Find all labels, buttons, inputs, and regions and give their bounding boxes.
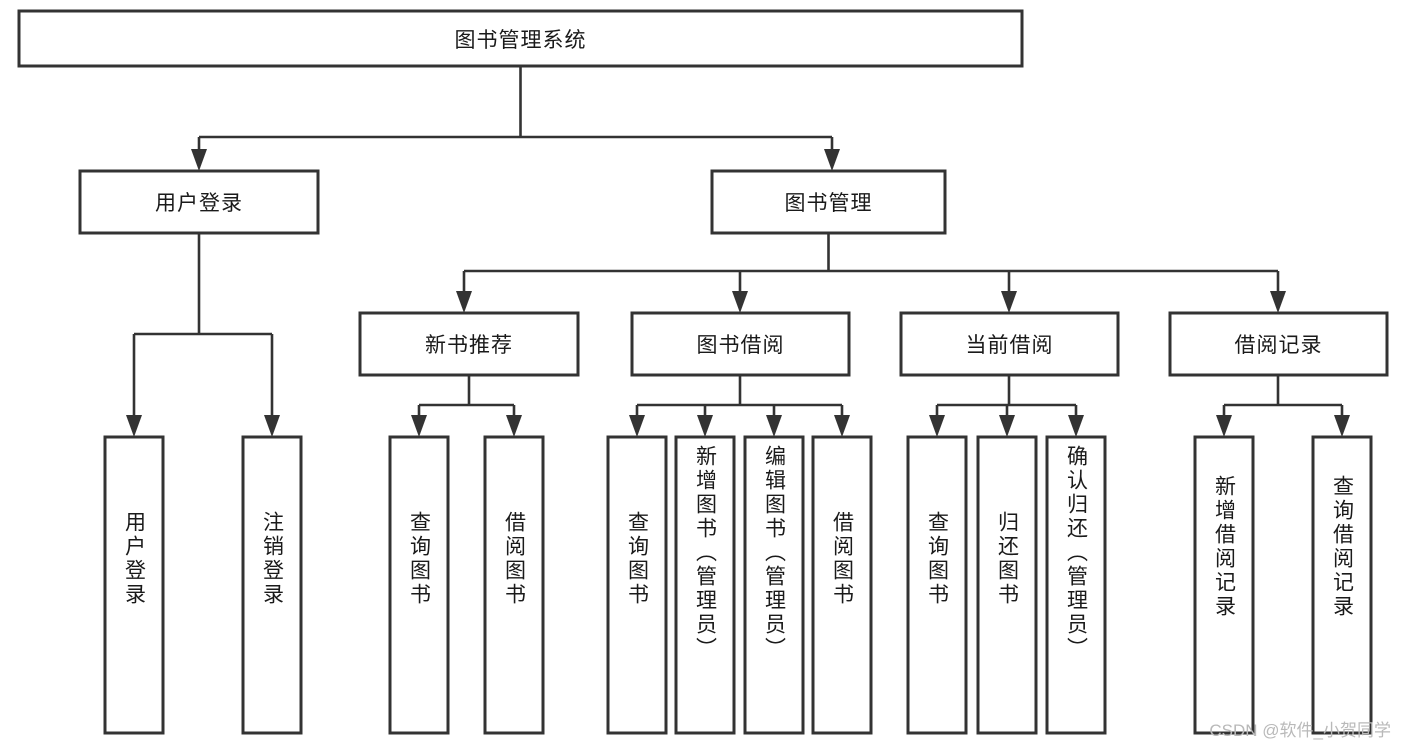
node-box-level2-1[interactable] — [710, 169, 947, 235]
node-box-leaf-12[interactable] — [1311, 435, 1373, 735]
node-box-leaf-0[interactable] — [103, 435, 165, 735]
connector-bookmgmt-to-level3 — [456, 233, 1286, 313]
connector-root-to-level2 — [191, 66, 840, 171]
node-box-level2-0[interactable] — [78, 169, 320, 235]
node-box-level3-3[interactable] — [1168, 311, 1389, 377]
node-box-leaf-5[interactable] — [674, 435, 736, 735]
node-box-leaf-3[interactable] — [483, 435, 545, 735]
connector-newbook-to-leaves — [411, 375, 522, 437]
node-box-leaf-6[interactable] — [743, 435, 805, 735]
node-box-level3-1[interactable] — [630, 311, 851, 377]
node-box-leaf-8[interactable] — [906, 435, 968, 735]
node-box-leaf-9[interactable] — [976, 435, 1038, 735]
connector-currentborrow-to-leaves — [929, 375, 1084, 437]
node-box-leaf-10[interactable] — [1045, 435, 1107, 735]
connector-bookborrow-to-leaves — [629, 375, 850, 437]
node-box-leaf-1[interactable] — [241, 435, 303, 735]
node-box-leaf-7[interactable] — [811, 435, 873, 735]
node-box-level3-0[interactable] — [358, 311, 580, 377]
node-box-leaf-11[interactable] — [1193, 435, 1255, 735]
node-box-leaf-2[interactable] — [388, 435, 450, 735]
connector-userlogin-to-leaves — [126, 233, 280, 437]
node-box-leaf-4[interactable] — [606, 435, 668, 735]
node-box-level3-2[interactable] — [899, 311, 1120, 377]
connector-borrowrecord-to-leaves — [1216, 375, 1350, 437]
node-box-title[interactable] — [17, 9, 1024, 68]
